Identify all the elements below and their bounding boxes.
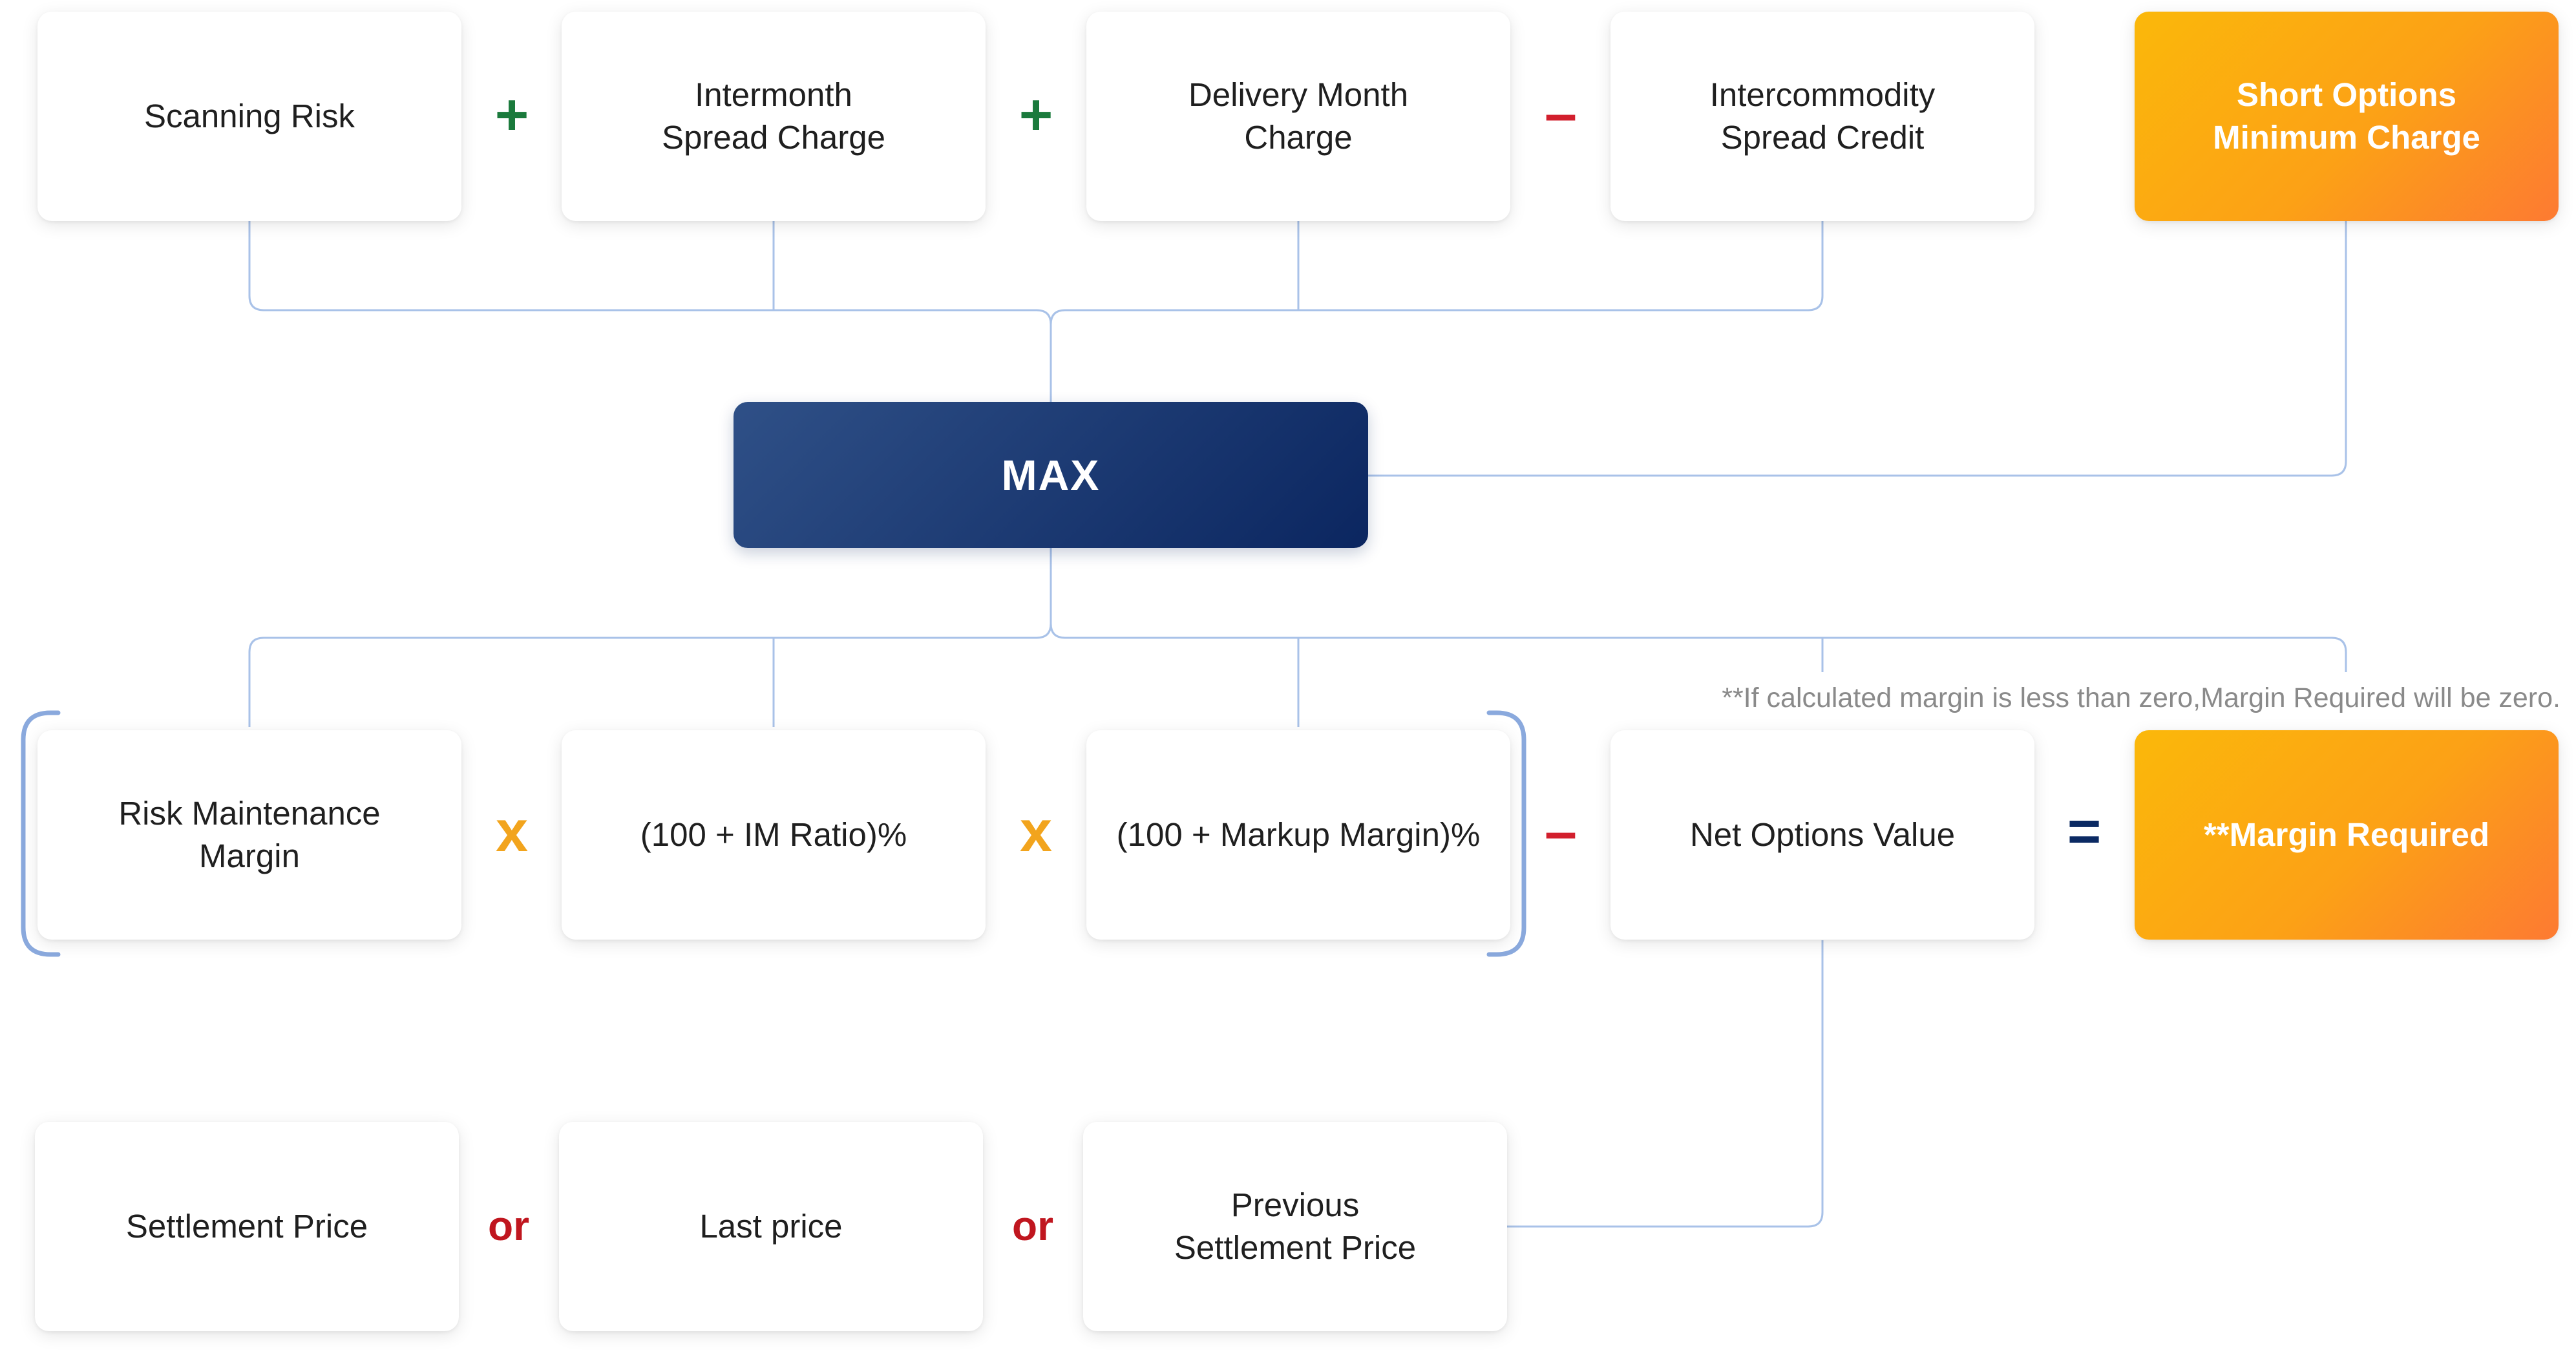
- zero-margin-note: **If calculated margin is less than zero…: [1722, 682, 2560, 713]
- connector-risk-maintenance: [248, 548, 1052, 727]
- short-options-minimum-charge-card: Short Options Minimum Charge: [2135, 12, 2559, 221]
- delivery-month-charge-card: Delivery Month Charge: [1086, 12, 1510, 221]
- intermonth-spread-charge-card: Intermonth Spread Charge: [562, 12, 986, 221]
- connector-price-sources: [1506, 940, 1824, 1228]
- times-operator-2: x: [1019, 799, 1053, 864]
- plus-operator-2: +: [1019, 83, 1053, 147]
- minus-operator-1: –: [1544, 81, 1578, 146]
- plus-operator-1: +: [494, 83, 529, 147]
- equals-operator: =: [2067, 799, 2102, 864]
- risk-maintenance-margin-card: Risk Maintenance Margin: [37, 730, 461, 940]
- connector-short-options: [1368, 221, 2347, 477]
- minus-operator-2: –: [1544, 799, 1578, 864]
- right-bracket: [1486, 710, 1526, 957]
- connector-intercommodity: [1050, 221, 1824, 325]
- or-operator-1: or: [488, 1203, 529, 1249]
- markup-margin-card: (100 + Markup Margin)%: [1086, 730, 1510, 940]
- times-operator-1: x: [495, 799, 529, 864]
- previous-settlement-price-card: Previous Settlement Price: [1083, 1122, 1507, 1331]
- last-price-card: Last price: [559, 1122, 983, 1331]
- intercommodity-spread-credit-card: Intercommodity Spread Credit: [1610, 12, 2034, 221]
- connector-group: [248, 221, 2347, 1228]
- net-options-value-card: Net Options Value: [1610, 730, 2034, 940]
- connector-scanning-risk: [248, 221, 1052, 402]
- left-bracket: [21, 710, 61, 957]
- max-box: MAX: [734, 402, 1368, 548]
- im-ratio-card: (100 + IM Ratio)%: [562, 730, 986, 940]
- settlement-price-card: Settlement Price: [35, 1122, 459, 1331]
- margin-required-card: **Margin Required: [2135, 730, 2559, 940]
- bracket-group: [21, 710, 1526, 957]
- or-operator-2: or: [1012, 1203, 1053, 1249]
- connector-net-options-branch: [1050, 623, 2347, 672]
- scanning-risk-card: Scanning Risk: [37, 12, 461, 221]
